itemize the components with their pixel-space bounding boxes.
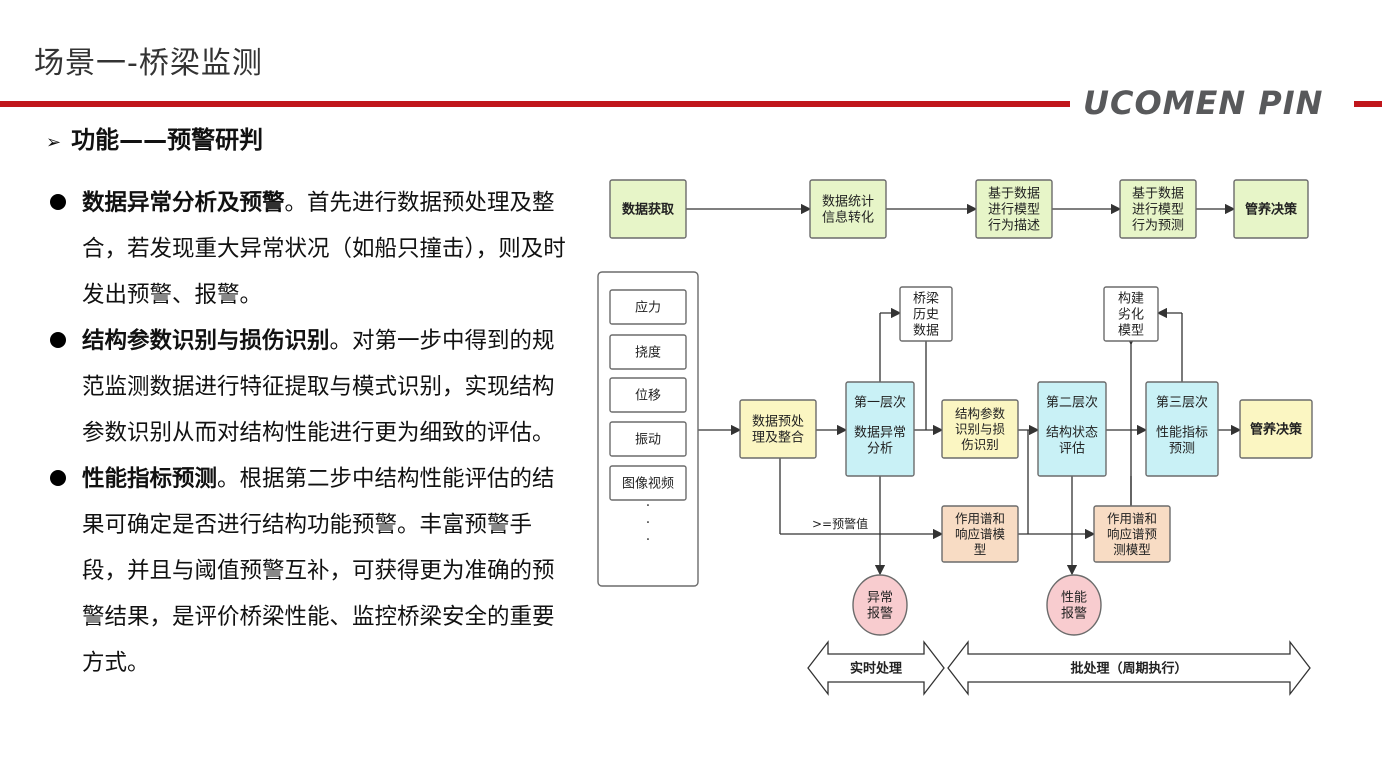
top-flow-box-3-text: 基于数据 (1132, 187, 1184, 202)
sensor-box-1 (609, 334, 687, 370)
degrade-box-text: 模型 (1118, 324, 1144, 339)
sensor-box-3 (609, 421, 687, 457)
top-flow-box-0-text: 数据获取 (622, 202, 675, 218)
layer1-body-text: 分析 (867, 442, 893, 457)
degrade-box-text: 构建 (1118, 292, 1144, 307)
top-flow-box-0 (609, 179, 687, 239)
bullet-bold: 性能指标预测 (82, 466, 218, 492)
top-flow-box-3 (1119, 179, 1197, 239)
top-flow-box-2-text: 基于数据 (988, 187, 1040, 202)
history-box-text: 桥梁 (913, 292, 939, 307)
top-flow-box-4-text: 管养决策 (1245, 202, 1298, 218)
bullet-bold: 结构参数识别与损伤识别 (82, 328, 330, 354)
layer1-title-text: 第一层次 (854, 395, 906, 411)
sensor-box-0-text: 应力 (635, 300, 661, 316)
spectrum2-box (1093, 505, 1171, 563)
bullet-item: 结构参数识别与损伤识别。对第一步中得到的规范监测数据进行特征提取与模式识别，实现… (46, 318, 576, 456)
monitoring-flow-diagram: 数据获取数据统计信息转化基于数据进行模型行为描述基于数据进行模型行为预测管养决策… (597, 179, 1313, 696)
top-flow-box-1-text: 信息转化 (822, 210, 874, 226)
top-flow-box-2-text: 行为描述 (988, 219, 1040, 234)
sensor-box-2-text: 位移 (635, 389, 661, 404)
spectrum2-box-text: 响应谱预 (1107, 527, 1157, 542)
bullet-item: 数据异常分析及预警。首先进行数据预处理及整合，若发现重大异常状况（如船只撞击），… (46, 180, 576, 318)
top-flow-box-3-text: 行为预测 (1132, 219, 1184, 234)
degrade-box (1103, 286, 1159, 342)
bullet-dot-icon (50, 332, 66, 348)
layer3-body-text: 性能指标 (1156, 426, 1208, 441)
struct-id-box-text: 识别与损 (955, 422, 1006, 437)
brand-logo: UCOMEN PIN (1083, 84, 1324, 122)
struct-id-box (941, 399, 1019, 459)
realtime-arrow (807, 640, 945, 696)
top-flow-box-1 (809, 179, 887, 239)
spectrum2-box-text: 测模型 (1113, 542, 1151, 557)
decision-box-text: 管养决策 (1250, 422, 1303, 438)
bullet-dot-icon (50, 194, 66, 210)
layer3-body-text: 预测 (1169, 442, 1195, 457)
ellipsis-dot: · (646, 532, 650, 548)
batch-arrow-label-text: 批处理（周期执行） (1070, 661, 1187, 677)
top-flow-box-2-text: 进行模型 (988, 203, 1040, 218)
layer1-box (845, 381, 915, 477)
ellipsis-dot: · (646, 515, 650, 531)
bullet-bold: 数据异常分析及预警 (82, 190, 285, 216)
top-flow-box-3-text: 进行模型 (1132, 203, 1184, 218)
bullet-text: 。首先进行数据预处理及整合，若发现重大异常状况（如船只撞击），则及时发出预警、报… (82, 190, 566, 308)
arrow-bullet-icon: ➢ (46, 132, 62, 153)
layer2-body-text: 评估 (1059, 442, 1085, 457)
ellipsis-dot: · (646, 498, 650, 514)
history-box-text: 数据 (913, 324, 939, 339)
bullet-text: 。对第一步中得到的规范监测数据进行特征提取与模式识别，实现结构参数识别从而对结构… (82, 328, 555, 446)
layer2-body-text: 结构状态 (1046, 426, 1098, 441)
alarm2-text: 性能 (1061, 591, 1087, 606)
history-box-text: 历史 (913, 308, 939, 323)
decision-box (1239, 399, 1313, 459)
bullet-dot-icon (50, 470, 66, 486)
bullet-text: 。根据第二步中结构性能评估的结果可确定是否进行结构功能预警。丰富预警手段，并且与… (82, 466, 555, 676)
layer3-title-text: 第三层次 (1156, 395, 1208, 411)
flow-connectors (686, 203, 1242, 576)
preprocess-box (739, 399, 817, 459)
realtime-arrow-label-text: 实时处理 (850, 661, 902, 677)
sensor-box-2 (609, 377, 687, 413)
history-box (899, 286, 953, 342)
alarm2-text: 报警 (1061, 606, 1087, 622)
spectrum1-box-text: 响应谱模 (955, 527, 1006, 542)
degrade-box-text: 劣化 (1118, 308, 1144, 323)
layer1-body-text: 数据异常 (854, 426, 906, 441)
struct-id-box-text: 结构参数 (955, 406, 1006, 421)
alarm2-circle (1046, 574, 1102, 636)
threshold-label: >=预警值 (812, 516, 868, 531)
preprocess-box-text: 数据预处 (752, 415, 804, 430)
preprocess-box-text: 理及整合 (752, 431, 804, 446)
spectrum2-box-text: 作用谱和 (1107, 511, 1157, 526)
flow-shapes: 数据获取数据统计信息转化基于数据进行模型行为描述基于数据进行模型行为预测管养决策… (597, 179, 1313, 696)
layer2-box (1037, 381, 1107, 477)
top-flow-box-2 (975, 179, 1053, 239)
page-title: 场景一-桥梁监测 (34, 46, 263, 81)
sensor-box-4 (609, 465, 687, 501)
struct-id-box-text: 伤识别 (961, 437, 999, 452)
spectrum1-box (941, 505, 1019, 563)
alarm1-circle (852, 574, 908, 636)
layer3-box (1145, 381, 1219, 477)
layer2-title-text: 第二层次 (1046, 395, 1098, 411)
spectrum1-box-text: 作用谱和 (955, 511, 1005, 526)
top-flow-box-4 (1233, 179, 1309, 239)
alarm1-text: 报警 (867, 606, 893, 622)
top-flow-box-1-text: 数据统计 (822, 195, 874, 210)
sensor-box-1-text: 挠度 (635, 345, 661, 361)
spectrum1-box-text: 型 (974, 542, 987, 557)
section-heading-text: 功能——预警研判 (71, 126, 264, 154)
alarm1-text: 异常 (867, 591, 893, 606)
bullet-item: 性能指标预测。根据第二步中结构性能评估的结果可确定是否进行结构功能预警。丰富预警… (46, 456, 576, 686)
sensor-box-3-text: 振动 (635, 433, 661, 448)
sensor-box-0 (609, 289, 687, 325)
section-heading: ➢ 功能——预警研判 (46, 120, 263, 155)
sensor-box-4-text: 图像视频 (622, 477, 674, 492)
batch-arrow (947, 640, 1311, 696)
header-divider-right (1354, 101, 1382, 107)
bullet-list: 数据异常分析及预警。首先进行数据预处理及整合，若发现重大异常状况（如船只撞击），… (46, 180, 576, 686)
header-divider (0, 101, 1070, 107)
